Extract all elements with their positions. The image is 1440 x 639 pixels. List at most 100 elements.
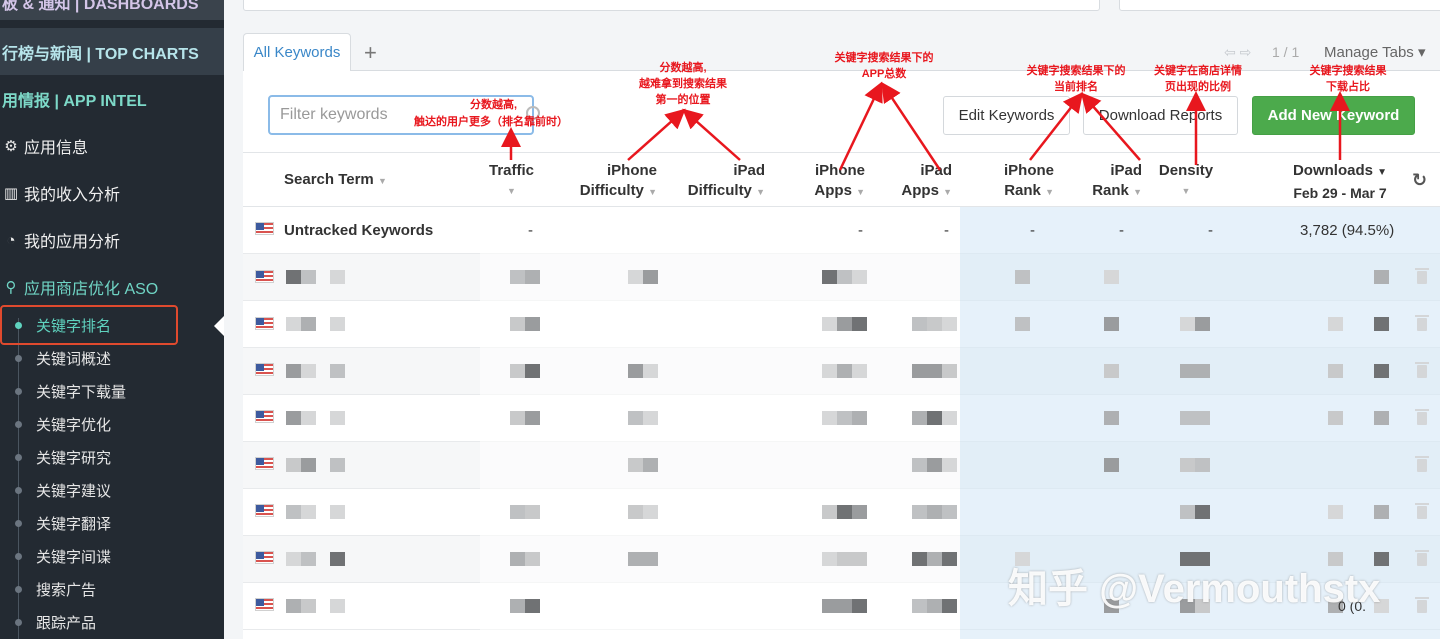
redacted-block	[525, 552, 540, 566]
sub-keyword-overview[interactable]: 关键词概述	[0, 342, 224, 375]
sub-keyword-optimize[interactable]: 关键字优化	[0, 408, 224, 441]
redacted-block	[301, 364, 316, 378]
untracked-ipad-rank: -	[1119, 222, 1124, 239]
tab-all-keywords[interactable]: All Keywords	[243, 33, 351, 71]
redacted-block	[852, 364, 867, 378]
sub-keyword-translate[interactable]: 关键字翻译	[0, 507, 224, 540]
delete-icon[interactable]	[1415, 597, 1429, 613]
untracked-ipad-apps: -	[944, 222, 949, 239]
delete-icon[interactable]	[1415, 409, 1429, 425]
redacted-block	[1328, 364, 1343, 378]
active-caret-icon	[214, 316, 224, 336]
col-label: iPhone	[1003, 162, 1054, 179]
col-label: Difficulty	[579, 182, 644, 199]
redacted-block	[912, 505, 927, 519]
redacted-block	[301, 599, 316, 613]
col-label: iPhone	[606, 162, 657, 179]
redacted-block	[1104, 364, 1119, 378]
nav-app-info-label: 应用信息	[24, 140, 89, 157]
nav-revenue-label: 我的收入分析	[24, 187, 121, 204]
sub-track-products[interactable]: 跟踪产品	[0, 606, 224, 639]
partial-downloads-value: 0 (0.	[1338, 598, 1367, 614]
sub-keyword-spy[interactable]: 关键字间谍	[0, 540, 224, 573]
us-flag-icon	[255, 504, 274, 517]
delete-icon[interactable]	[1415, 503, 1429, 519]
manage-tabs-dropdown[interactable]: Manage Tabs ▾	[1324, 44, 1426, 61]
pager-arrows-icon[interactable]: ⇦ ⇨	[1224, 44, 1252, 60]
redacted-block	[301, 411, 316, 425]
add-new-keyword-button[interactable]: Add New Keyword	[1252, 96, 1415, 135]
bullet-icon	[15, 388, 22, 395]
redacted-block	[837, 270, 852, 284]
redacted-block	[286, 270, 301, 284]
redacted-block	[1180, 411, 1195, 425]
redacted-block	[643, 270, 658, 284]
annotation-downloads: 关键字搜索结果下载占比	[1298, 63, 1398, 95]
col-traffic[interactable]: Traffic▼	[488, 161, 535, 201]
nav-top-charts[interactable]: 行榜与新闻 | TOP CHARTS	[0, 28, 224, 75]
redacted-block	[330, 270, 345, 284]
sub-keyword-research[interactable]: 关键字研究	[0, 441, 224, 474]
col-density[interactable]: Density▼	[1156, 161, 1216, 201]
us-flag-icon	[255, 551, 274, 564]
delete-icon[interactable]	[1415, 268, 1429, 284]
redacted-block	[510, 552, 525, 566]
top-panel-left	[243, 0, 1100, 11]
col-label: Density	[1158, 162, 1214, 179]
filter-keywords-input[interactable]: Filter keywords	[268, 95, 534, 135]
redacted-block	[286, 317, 301, 331]
sub-keyword-downloads[interactable]: 关键字下载量	[0, 375, 224, 408]
col-downloads[interactable]: Downloads ▼Feb 29 - Mar 7	[1285, 161, 1395, 203]
nav-dashboards[interactable]: 板 & 通知 | DASHBOARDS	[0, 0, 224, 20]
redacted-block	[852, 552, 867, 566]
gauge-icon: ◔	[6, 231, 16, 249]
untracked-term: Untracked Keywords	[284, 222, 434, 239]
redacted-block	[837, 599, 852, 613]
submenu-line	[18, 318, 19, 639]
sort-icon: ▼	[377, 176, 387, 186]
nav-app-info[interactable]: ⚙ 应用信息	[0, 134, 88, 158]
annotation-line: 关键字搜索结果下的	[1026, 65, 1126, 77]
col-search-term[interactable]: Search Term ▼	[284, 170, 387, 191]
nav-app-intel[interactable]: 用情报 | APP INTEL	[0, 75, 224, 122]
redacted-block	[1180, 458, 1195, 472]
delete-icon[interactable]	[1415, 315, 1429, 331]
nav-app-analysis-label: 我的应用分析	[24, 234, 121, 251]
sub-search-ads[interactable]: 搜索广告	[0, 573, 224, 606]
redacted-block	[330, 458, 345, 472]
col-label: Downloads	[1292, 162, 1373, 179]
redacted-block	[1104, 317, 1119, 331]
untracked-downloads: 3,782 (94.5%)	[1300, 222, 1395, 239]
redacted-block	[1180, 364, 1195, 378]
sort-icon: ▼	[507, 186, 516, 196]
sub-keyword-ranking[interactable]: 关键字排名	[0, 309, 224, 342]
delete-icon[interactable]	[1415, 362, 1429, 378]
nav-revenue[interactable]: ▥ 我的收入分析	[0, 181, 120, 205]
delete-icon[interactable]	[1415, 456, 1429, 472]
refresh-icon[interactable]: ↻	[1412, 170, 1428, 190]
pager-count: 1 / 1	[1272, 44, 1300, 60]
redacted-block	[1328, 505, 1343, 519]
nav-app-analysis[interactable]: ◔ 我的应用分析	[0, 228, 120, 252]
us-flag-icon	[255, 363, 274, 376]
download-reports-button[interactable]: Download Reports	[1083, 96, 1238, 135]
annotation-line: 越难拿到搜索结果	[639, 78, 727, 90]
delete-icon[interactable]	[1415, 550, 1429, 566]
add-tab-button[interactable]: +	[364, 40, 377, 65]
sub-keyword-suggest[interactable]: 关键字建议	[0, 474, 224, 507]
annotation-line: APP总数	[861, 68, 907, 80]
edit-keywords-button[interactable]: Edit Keywords	[943, 96, 1070, 135]
redacted-block	[1180, 552, 1195, 566]
redacted-block	[822, 552, 837, 566]
redacted-block	[286, 411, 301, 425]
nav-aso[interactable]: ⚲ 应用商店优化 ASO	[0, 275, 159, 299]
col-label: iPad	[920, 162, 952, 179]
bullet-icon	[15, 355, 22, 362]
redacted-block	[510, 364, 525, 378]
